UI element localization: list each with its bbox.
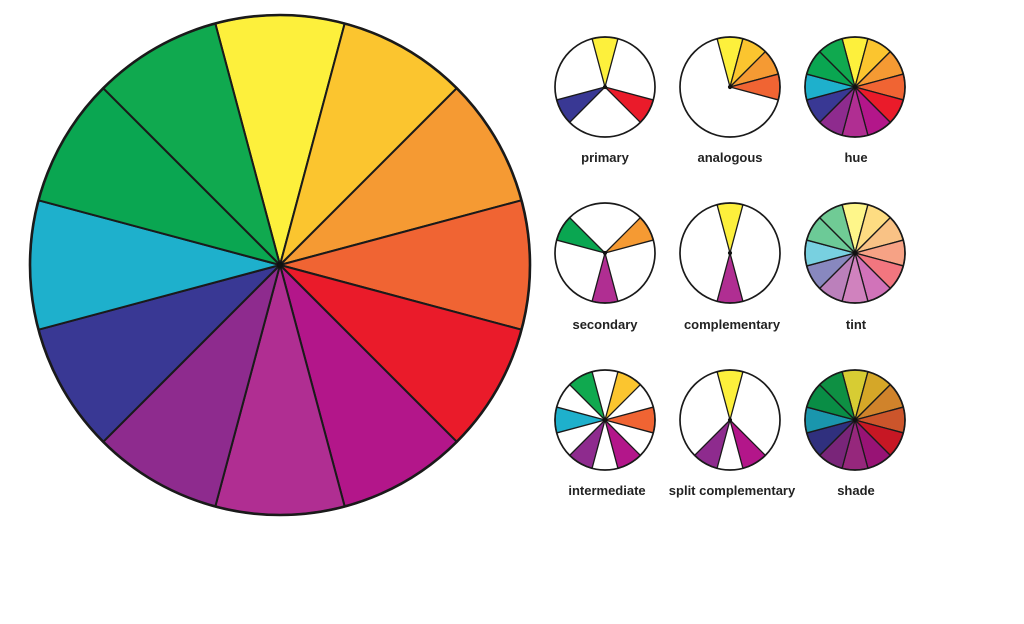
scheme-wheel-intermediate <box>554 369 656 471</box>
scheme-wheel-tint <box>804 202 906 304</box>
scheme-wheel-hue <box>804 36 906 138</box>
scheme-wheel-primary <box>554 36 656 138</box>
scheme-wheel-secondary <box>554 202 656 304</box>
main-wheel-slices <box>28 13 532 517</box>
label-shade: shade <box>837 483 875 498</box>
label-secondary: secondary <box>572 317 638 332</box>
label-split-complementary: split complementary <box>668 483 796 498</box>
scheme-wheel-analogous <box>679 36 781 138</box>
scheme-wheels <box>554 36 906 471</box>
label-intermediate: intermediate <box>568 483 646 498</box>
scheme-wheel-split-complementary <box>679 369 781 471</box>
scheme-wheel-complementary <box>679 202 781 304</box>
label-tint: tint <box>845 317 867 332</box>
label-primary: primary <box>581 150 629 165</box>
label-analogous: analogous <box>697 150 763 165</box>
label-hue: hue <box>844 150 868 165</box>
scheme-wheel-shade <box>804 369 906 471</box>
main-color-wheel <box>28 13 532 517</box>
label-complementary: complementary <box>683 317 781 332</box>
